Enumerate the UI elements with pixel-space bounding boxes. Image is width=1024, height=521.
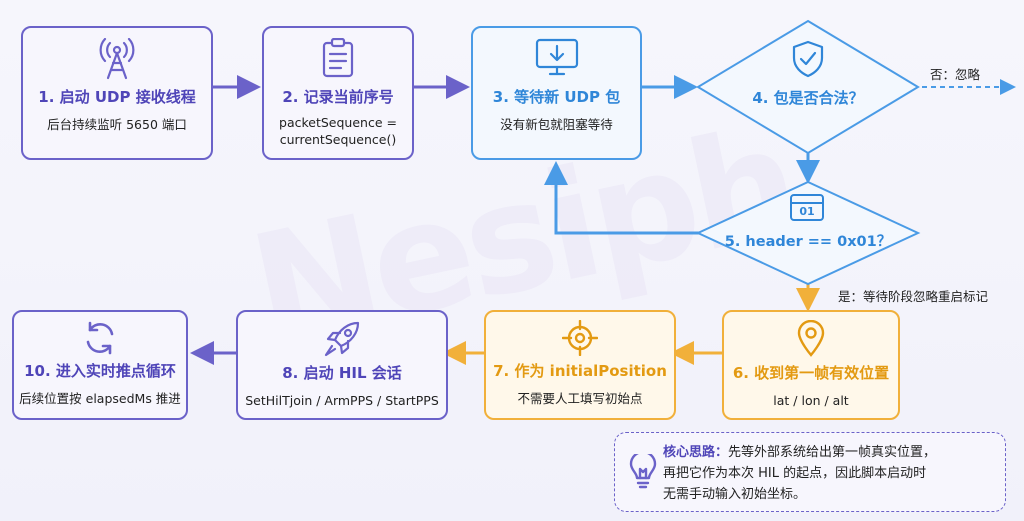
step-8-title: 8. 启动 HIL 会话 [282, 364, 402, 382]
code-window-icon-text: 01 [799, 205, 815, 218]
step-1-desc: 后台持续监听 5650 端口 [47, 117, 187, 132]
no-branch-note: 否：忽略 [930, 67, 981, 82]
lightbulb-icon [629, 454, 657, 489]
step-10-box: 10. 进入实时推点循环 后续位置按 elapsedMs 推进 [12, 310, 188, 420]
core-idea-key: 核心思路： [663, 445, 729, 460]
step-3-title: 3. 等待新 UDP 包 [492, 88, 621, 106]
step-6-box: 6. 收到第一帧有效位置 lat / lon / alt [722, 310, 900, 420]
arrow-5-back-3 [544, 161, 708, 235]
location-pin-icon [797, 320, 825, 357]
step-7-box: 7. 作为 initialPosition 不需要人工填写初始点 [484, 310, 676, 420]
step-2-title: 2. 记录当前序号 [282, 88, 394, 106]
crosshair-target-icon [562, 320, 598, 356]
step-6-title: 6. 收到第一帧有效位置 [732, 364, 890, 382]
clipboard-icon [322, 38, 354, 78]
core-idea-line3: 无需手动输入初始坐标。 [663, 487, 807, 502]
step-8-box: 8. 启动 HIL 会话 SetHilTjoin / ArmPPS / Star… [236, 310, 448, 420]
step-1-box: 1. 启动 UDP 接收线程 后台持续监听 5650 端口 [21, 26, 213, 160]
decision-5-shape [695, 180, 921, 286]
rocket-icon [324, 321, 360, 357]
step-10-desc: 后续位置按 elapsedMs 推进 [19, 391, 181, 406]
shield-check-icon [792, 40, 824, 78]
decision-4-shape [696, 19, 920, 155]
monitor-download-icon [535, 38, 578, 76]
step-2-box: 2. 记录当前序号 packetSequence = currentSequen… [262, 26, 414, 160]
refresh-loop-icon [86, 321, 114, 355]
decision-5-label: 5. header == 0x01？ [724, 234, 892, 250]
step-7-desc: 不需要人工填写初始点 [517, 391, 643, 406]
step-10-title: 10. 进入实时推点循环 [24, 362, 176, 380]
step-6-desc: lat / lon / alt [773, 393, 849, 408]
yes-branch-note: 是：等待阶段忽略重启标记 [838, 289, 989, 304]
code-window-icon: 01 [790, 194, 824, 221]
step-1-title: 1. 启动 UDP 接收线程 [38, 88, 196, 106]
core-idea-line2: 再把它作为本次 HIL 的起点，因此脚本启动时 [663, 466, 927, 481]
decision-4-label: 4. 包是否合法？ [752, 89, 864, 107]
step-8-desc: SetHilTjoin / ArmPPS / StartPPS [245, 393, 439, 408]
antenna-icon [99, 38, 135, 80]
step-3-box: 3. 等待新 UDP 包 没有新包就阻塞等待 [471, 26, 642, 160]
step-3-desc: 没有新包就阻塞等待 [500, 117, 613, 132]
core-idea-text: 核心思路：先等外部系统给出第一帧真实位置， 再把它作为本次 HIL 的起点，因此… [663, 442, 1001, 505]
step-2-desc-line2: currentSequence() [279, 132, 397, 147]
step-7-title: 7. 作为 initialPosition [493, 362, 667, 380]
core-idea-callout: 核心思路：先等外部系统给出第一帧真实位置， 再把它作为本次 HIL 的起点，因此… [614, 432, 1006, 512]
core-idea-line1: 先等外部系统给出第一帧真实位置， [728, 445, 937, 460]
step-2-desc-line1: packetSequence = [279, 115, 397, 130]
